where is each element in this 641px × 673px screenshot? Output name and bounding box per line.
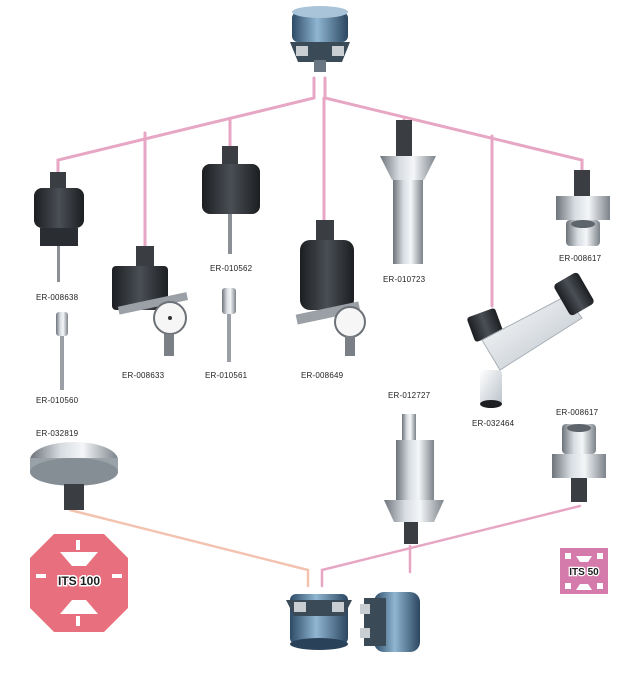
- its-100-logo: ITS 100: [30, 534, 128, 632]
- part-label-er-032464: ER-032464: [472, 419, 515, 428]
- part-label-er-008617-top: ER-008617: [559, 254, 602, 263]
- tool-er-008617-top: [556, 170, 610, 246]
- part-label-er-010723: ER-010723: [383, 275, 426, 284]
- part-label-er-008633: ER-008633: [122, 371, 165, 380]
- part-label-er-008638: ER-008638: [36, 293, 79, 302]
- top-chuck: [290, 6, 350, 72]
- part-label-er-032819: ER-032819: [36, 429, 79, 438]
- tool-er-008633: [112, 246, 189, 356]
- tool-er-008638: [34, 172, 84, 282]
- part-label-er-010560: ER-010560: [36, 396, 79, 405]
- its-50-logo: ITS 50: [560, 548, 608, 594]
- part-label-er-012727: ER-012727: [388, 391, 431, 400]
- tool-er-010561: [222, 288, 236, 362]
- tool-er-010562: [202, 146, 260, 254]
- its-100-label: ITS 100: [58, 574, 100, 588]
- tool-er-012727: [384, 414, 444, 544]
- tool-er-032464: [467, 272, 594, 408]
- its-50-label: ITS 50: [569, 567, 599, 578]
- part-label-er-010562: ER-010562: [210, 264, 253, 273]
- part-label-er-008617-bottom: ER-008617: [556, 408, 599, 417]
- connection-lines-bottom: [68, 504, 582, 588]
- tool-er-032819: [30, 442, 118, 510]
- tool-er-008617-bottom: [552, 424, 606, 502]
- tool-er-008649: [295, 220, 366, 356]
- part-label-er-008649: ER-008649: [301, 371, 344, 380]
- tool-er-010723: [380, 120, 436, 264]
- tool-er-010560: [56, 312, 68, 390]
- part-label-er-010561: ER-010561: [205, 371, 248, 380]
- bottom-chucks: [286, 592, 420, 652]
